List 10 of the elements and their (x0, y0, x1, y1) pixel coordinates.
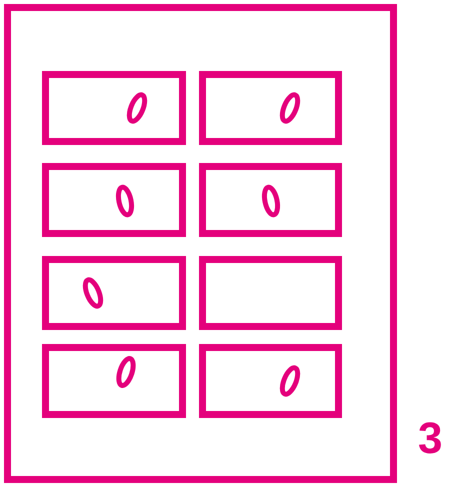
slot-box (42, 163, 186, 237)
slot-box (42, 344, 186, 418)
outer-frame (4, 4, 397, 483)
slot-box (42, 71, 186, 145)
slot-box (199, 256, 342, 330)
slot-box (199, 344, 342, 418)
slot-box (199, 163, 342, 237)
slot-box (42, 256, 186, 330)
panel-number: 3 (418, 417, 442, 461)
slot-box (199, 71, 342, 145)
